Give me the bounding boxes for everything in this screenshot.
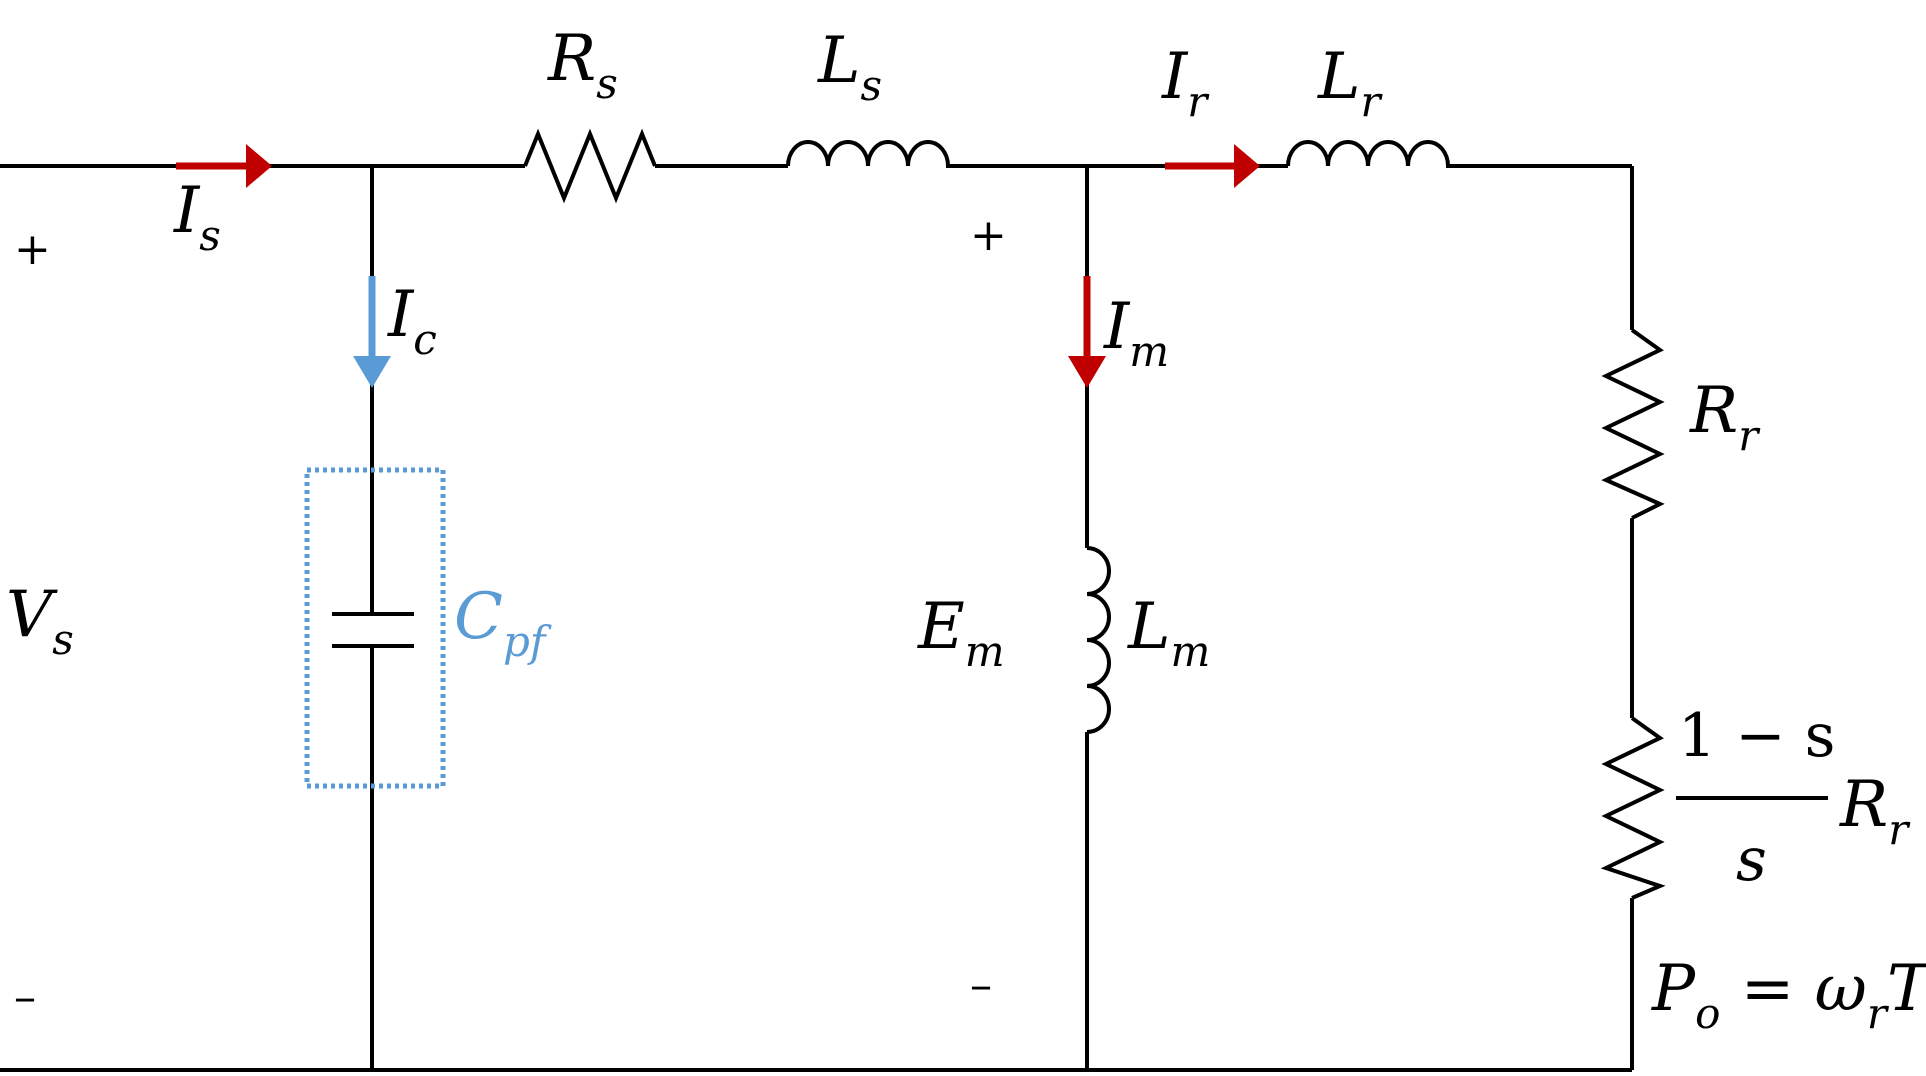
current-arrows — [176, 144, 1260, 388]
ic-arrow-head — [353, 356, 391, 388]
ls-label: Ls — [817, 24, 882, 110]
labels: + – Vs Is Ic Rs Ls Ir Lr + – — [6, 22, 1926, 1038]
em-plus-label: + — [970, 210, 1007, 261]
lr-inductor — [1286, 140, 1450, 168]
em-label: Em — [917, 590, 1005, 676]
load-denominator: s — [1736, 825, 1767, 895]
im-label: Im — [1103, 290, 1169, 376]
lm-inductor — [1086, 546, 1111, 734]
lr-label: Lr — [1317, 40, 1384, 126]
terminal-plus-label: + — [14, 224, 51, 275]
cpf-label: Cpf — [454, 580, 552, 666]
ls-inductor — [786, 140, 950, 168]
load-resistor — [1600, 716, 1666, 900]
ir-arrow-head — [1234, 144, 1260, 188]
rs-resistor — [523, 128, 657, 204]
terminal-minus-label: – — [14, 972, 36, 1023]
load-rr-label: Rr — [1839, 768, 1911, 854]
im-arrow-head — [1068, 356, 1106, 388]
lm-label: Lm — [1127, 590, 1210, 676]
ir-label: Ir — [1161, 40, 1210, 126]
em-minus-label: – — [970, 960, 992, 1011]
po-equation: Po = ωrT — [1651, 952, 1926, 1038]
is-arrow-head — [246, 144, 272, 188]
vs-label: Vs — [6, 578, 74, 664]
components — [332, 128, 1666, 900]
capacitor-highlight-box — [304, 467, 446, 789]
rr-resistor — [1601, 328, 1665, 520]
wires — [0, 164, 1634, 1072]
is-label: Is — [173, 174, 221, 260]
rs-label: Rs — [547, 22, 618, 108]
ic-label: Ic — [387, 278, 437, 364]
rr-label: Rr — [1689, 374, 1761, 460]
load-numerator: 1 − s — [1678, 701, 1835, 771]
